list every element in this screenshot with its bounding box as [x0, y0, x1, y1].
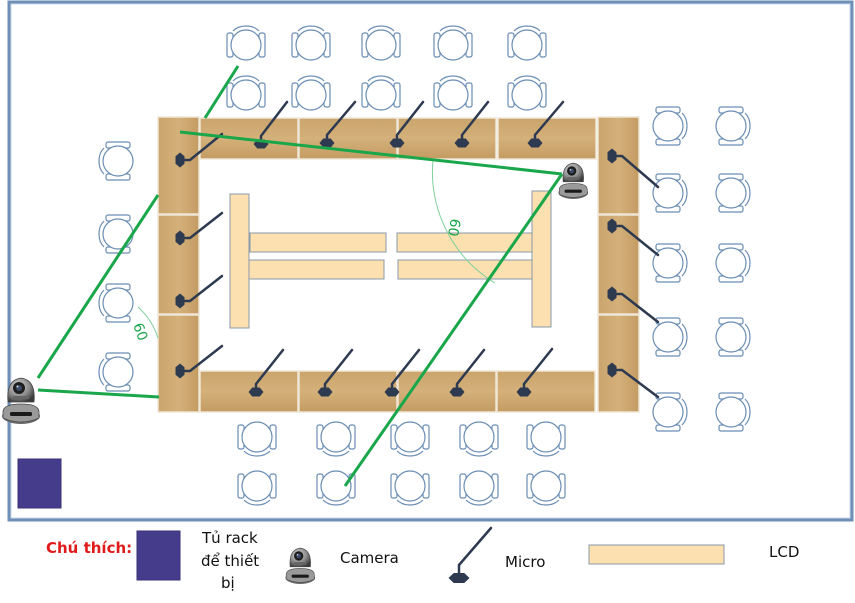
micro-icon: [454, 100, 490, 148]
lcd-screens: [229, 190, 552, 329]
table-segment: [298, 117, 398, 160]
angle-arc-left: [137, 306, 159, 339]
chairs-left: [98, 141, 134, 392]
chair: [715, 317, 751, 357]
legend-rack-label-2: để thiết: [201, 552, 260, 570]
table-segment: [298, 370, 398, 413]
room-border: [7, 0, 854, 522]
chair: [652, 392, 688, 432]
legend-camera-label: Camera: [340, 549, 399, 567]
table-segment: [397, 117, 497, 160]
micro-icon: [607, 286, 660, 324]
rack-cabinet: [17, 458, 62, 509]
chair: [507, 75, 547, 111]
chair: [433, 75, 473, 111]
chair: [715, 106, 751, 146]
chair: [237, 421, 277, 457]
legend-micro-icon: [448, 526, 493, 583]
angle-arc-right: [431, 159, 496, 284]
chair: [652, 106, 688, 146]
chair: [652, 173, 688, 213]
chair: [98, 214, 134, 254]
angle-label-right: 60: [444, 217, 463, 237]
micro-icon: [607, 148, 660, 189]
chair: [715, 392, 751, 432]
chair: [715, 173, 751, 213]
chairs-top: [226, 25, 547, 111]
camera-icon: [2, 377, 40, 424]
micro-icon: [319, 100, 357, 148]
chair: [459, 470, 499, 506]
table-segment: [597, 214, 640, 315]
chair: [507, 25, 547, 61]
micro-icon: [607, 362, 660, 399]
legend-lcd-label: LCD: [769, 543, 800, 561]
table-segment: [597, 314, 640, 413]
lcd-left-vertical: [229, 193, 250, 329]
micro-icon: [449, 348, 486, 397]
lcd-right-vertical: [531, 190, 552, 328]
micro-icon: [175, 274, 224, 309]
table-segment: [157, 314, 200, 413]
chair: [459, 421, 499, 457]
chair: [652, 243, 688, 283]
micro-icon: [175, 132, 224, 168]
chair: [291, 25, 331, 61]
camera-coverage-lines: [36, 65, 564, 487]
table-segment: [497, 117, 597, 160]
legend-rack-label-1: Tủ rack: [202, 529, 258, 547]
lcd-top-left: [249, 232, 387, 253]
chair: [652, 317, 688, 357]
micro-icon: [607, 218, 660, 257]
chair: [98, 352, 134, 392]
legend-lcd-swatch: [588, 544, 725, 565]
legend-title: Chú thích:: [46, 539, 133, 557]
table-segment: [496, 370, 596, 413]
chair: [390, 421, 430, 457]
micro-icon: [516, 347, 554, 397]
chairs-bottom: [237, 421, 566, 506]
chair: [361, 75, 401, 111]
micros: [175, 100, 660, 399]
legend-rack-label-3: bị: [221, 574, 235, 592]
chair: [226, 25, 266, 61]
table-segment: [397, 370, 497, 413]
micro-icon: [527, 100, 565, 148]
chair: [98, 141, 134, 181]
chair: [226, 75, 266, 111]
legend-micro-label: Micro: [505, 553, 546, 571]
micro-icon: [389, 100, 425, 148]
chair: [316, 470, 356, 506]
chair: [390, 470, 430, 506]
legend-camera-icon: [285, 547, 316, 584]
chair: [526, 421, 566, 457]
chair: [433, 25, 473, 61]
micro-icon: [248, 348, 285, 397]
lcd-bottom-right: [397, 259, 533, 280]
micro-icon: [175, 211, 224, 246]
angle-label-left: 60: [129, 321, 150, 343]
chair: [316, 421, 356, 457]
legend-rack-swatch: [136, 530, 181, 581]
chair: [361, 25, 401, 61]
chair: [715, 243, 751, 283]
micro-icon: [317, 348, 354, 397]
chairs-right: [652, 106, 751, 432]
camera-icon: [558, 162, 589, 199]
micro-icon: [175, 344, 224, 379]
chair: [98, 283, 134, 323]
lcd-top-right: [396, 232, 533, 253]
chair: [237, 470, 277, 506]
chair: [526, 470, 566, 506]
lcd-bottom-left: [248, 259, 385, 280]
chair: [291, 75, 331, 111]
micro-icon: [384, 348, 421, 397]
